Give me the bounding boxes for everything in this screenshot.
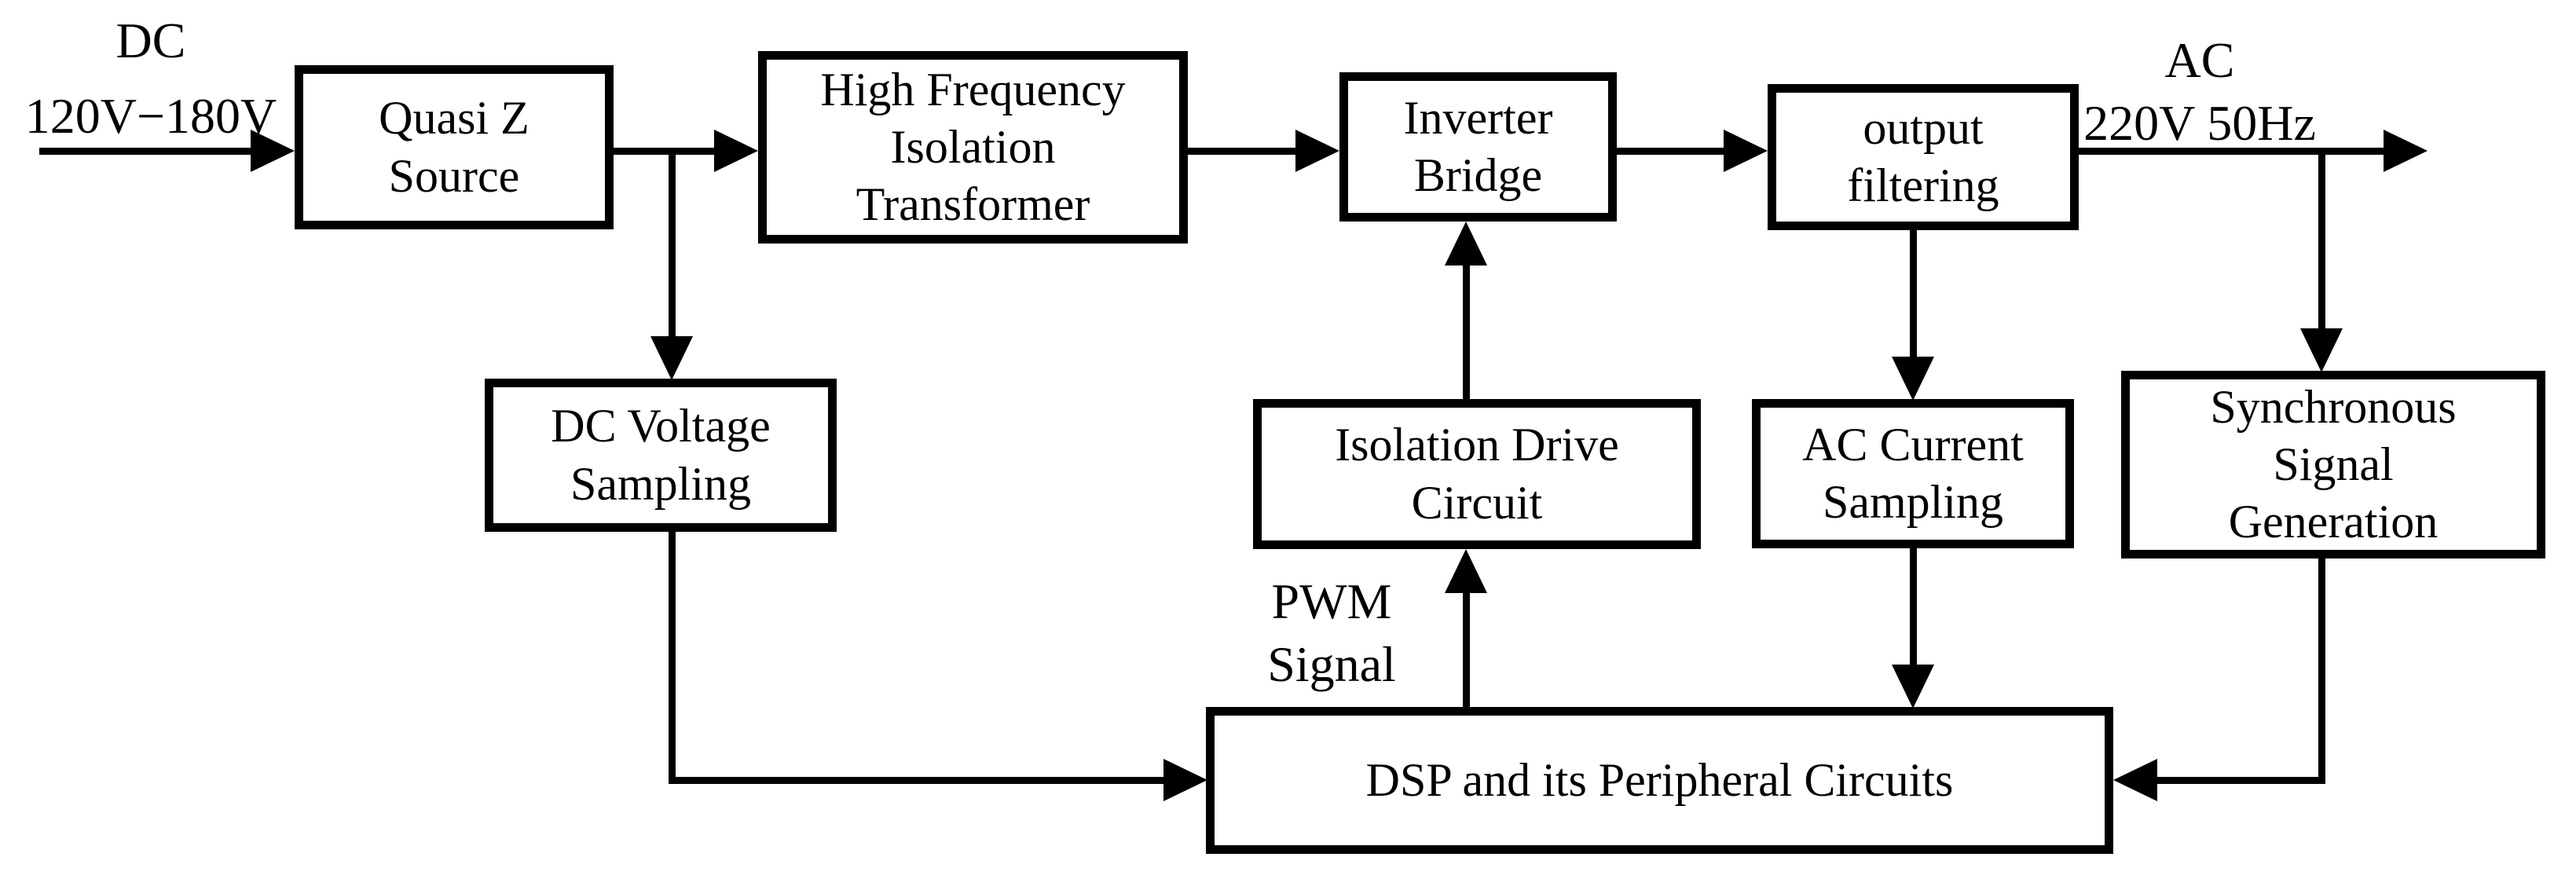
- arrowhead-into-dsp-top: [1892, 665, 1934, 709]
- arrowhead-into-inverter: [1295, 130, 1339, 172]
- line-dc-sampling-down: [669, 532, 676, 784]
- arrowhead-into-filtering: [1724, 130, 1768, 172]
- line-ac-sampling-to-dsp: [1910, 548, 1917, 668]
- arrowhead-into-isolation-drive: [1445, 549, 1487, 593]
- line-dc-sampling-to-dsp: [669, 777, 1167, 784]
- label-pwm-signal: PWM Signal: [1267, 573, 1396, 692]
- block-output-filtering: output filtering: [1768, 84, 2079, 230]
- line-pwm-from-dsp: [1463, 588, 1470, 707]
- flow-line-transformer-to-inverter: [1188, 148, 1302, 155]
- arrowhead-into-dsp-left: [1163, 759, 1207, 801]
- flow-line-quasi-z-to-transformer: [614, 148, 720, 155]
- block-ac-current-sampling: AC Current Sampling: [1752, 399, 2074, 548]
- block-inverter-bridge: Inverter Bridge: [1339, 72, 1617, 222]
- block-hf-isolation-transformer: High Frequency Isolation Transformer: [758, 51, 1188, 244]
- arrowhead-into-sync-generation: [2300, 328, 2343, 372]
- arrowhead-ac-output: [2384, 130, 2428, 172]
- block-dc-voltage-sampling: DC Voltage Sampling: [485, 379, 837, 532]
- flow-line-ac-output: [2079, 148, 2389, 155]
- line-filtering-to-ac-sampling: [1910, 230, 1917, 359]
- line-drive-to-inverter: [1463, 259, 1470, 402]
- line-sync-generation-down: [2318, 559, 2325, 784]
- label-ac-output-spec: 220V 50Hz: [2083, 95, 2316, 151]
- flow-line-inverter-to-filtering: [1617, 148, 1728, 155]
- branch-line-to-sync-generation: [2318, 151, 2325, 331]
- block-quasi-z-source: Quasi Z Source: [295, 65, 614, 229]
- arrowhead-into-quasi-z: [251, 130, 295, 172]
- line-sync-to-dsp: [2153, 777, 2325, 784]
- flow-line-dc-input: [39, 148, 256, 155]
- arrowhead-into-inverter-bottom: [1445, 222, 1487, 266]
- arrowhead-into-ac-sampling: [1892, 357, 1934, 401]
- arrowhead-into-dc-sampling: [650, 336, 693, 380]
- label-ac-output-type: AC: [2164, 32, 2235, 88]
- arrowhead-into-dsp-right: [2113, 759, 2157, 801]
- arrowhead-into-transformer: [714, 130, 758, 172]
- block-isolation-drive-circuit: Isolation Drive Circuit: [1253, 399, 1701, 549]
- label-dc-input-type: DC: [115, 13, 186, 68]
- block-synchronous-signal-generation: Synchronous Signal Generation: [2121, 371, 2545, 559]
- branch-line-to-dc-sampling: [669, 148, 676, 339]
- block-dsp-peripheral-circuits: DSP and its Peripheral Circuits: [1206, 707, 2113, 854]
- label-dc-input-range: 120V−180V: [24, 88, 277, 144]
